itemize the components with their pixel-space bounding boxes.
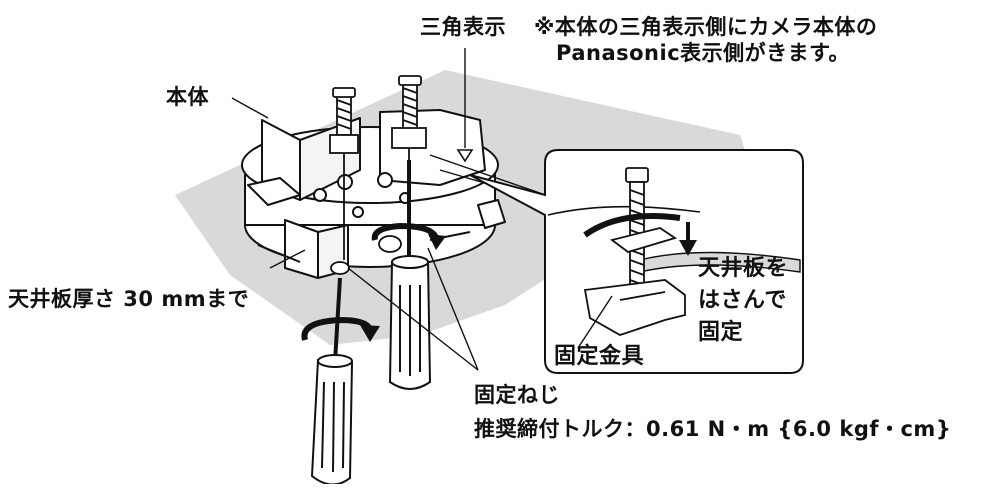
inset-clamp-line-3: 固定: [698, 320, 744, 345]
inset-detail: [469, 149, 804, 374]
screwdriver-icon: [388, 160, 432, 390]
triangle-mark-label: 三角表示: [420, 15, 506, 39]
rotate-arrow-icon: [371, 222, 439, 241]
inset-clamp-line-1: 天井板を: [698, 256, 789, 281]
torque-label: 推奨締付トルク：0.61 N・m {6.0 kgf・cm}: [474, 417, 952, 441]
inset-bracket-label: 固定金具: [554, 344, 645, 369]
rotate-arrow-icon-lower: [301, 316, 373, 341]
down-arrow-icon: [679, 222, 697, 256]
main-body-label: 本体: [166, 85, 209, 109]
fixing-screw-left: [329, 87, 359, 275]
triangle-mark-icon: [456, 149, 474, 163]
inset-clamp-line-2: はさんで: [698, 288, 787, 313]
fixing-screw-label: 固定ねじ: [474, 383, 560, 407]
note-line-2: Panasonic表示側がきます。: [556, 41, 851, 65]
note-line-1: ※本体の三角表示側にカメラ本体の: [534, 15, 878, 39]
ceiling-thickness-label: 天井板厚さ 30 mmまで: [8, 287, 250, 311]
